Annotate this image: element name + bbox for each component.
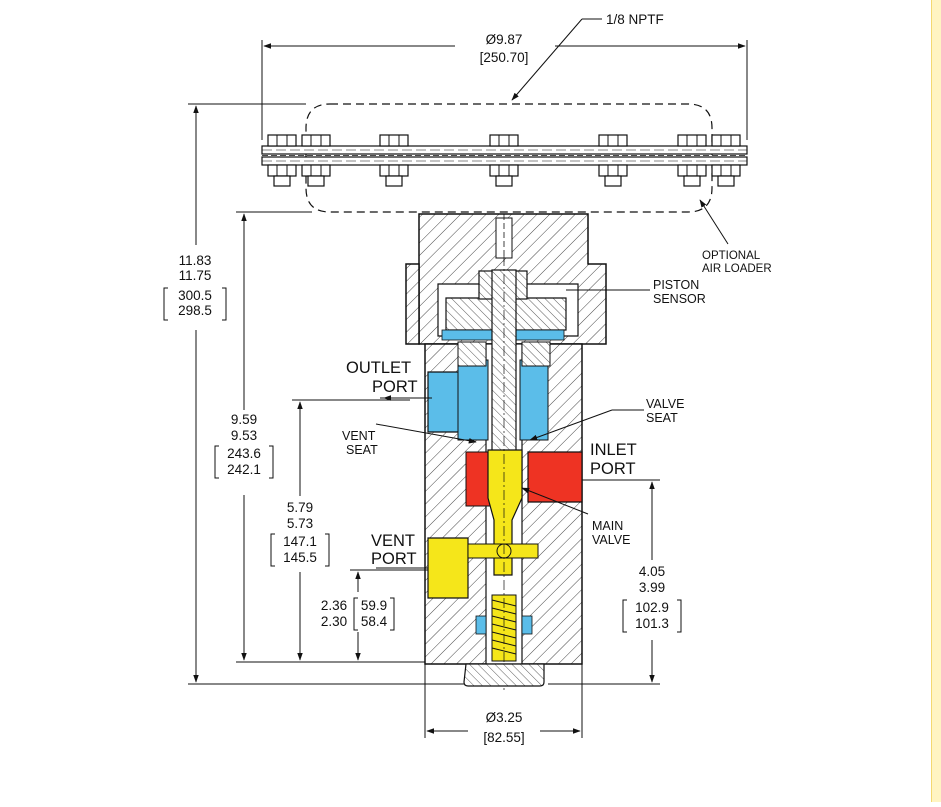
- inlet-height-dimension: 4.05 3.99 102.9 101.3: [548, 479, 688, 685]
- inlet-dim-max: 4.05: [639, 564, 665, 579]
- vent-label: VENT: [342, 429, 376, 443]
- bottom-cap: [463, 663, 545, 687]
- outlet-dim-mm-max: 243.6: [227, 446, 261, 461]
- outlet-port-label: PORT: [372, 378, 418, 396]
- overall-mm-min: 298.5: [178, 303, 212, 318]
- main-valve-callout: MAIN VALVE: [521, 487, 630, 547]
- air-loader-label: AIR LOADER: [702, 263, 772, 275]
- side-accent-border: [931, 0, 932, 802]
- sensor-label: SENSOR: [653, 292, 706, 306]
- flange-bolts: [267, 134, 741, 187]
- main-valve-label: VALVE: [592, 533, 630, 547]
- vent-port-label-1: VENT: [371, 532, 415, 550]
- overall-mm-max: 300.5: [178, 288, 212, 303]
- piston-label: PISTON: [653, 278, 699, 292]
- inlet-port-callout: INLET PORT: [582, 441, 637, 481]
- vent-dim-min: 5.73: [287, 516, 313, 531]
- sensor-housing: [405, 213, 650, 345]
- vent-dim-mm-min: 145.5: [283, 550, 317, 565]
- bottom-diameter-dimension: Ø3.25 [82.55]: [424, 664, 583, 748]
- bottom-dim-mm-min: 58.4: [361, 614, 388, 629]
- nptf-callout: 1/8 NPTF: [511, 12, 664, 101]
- valve-seat-label: SEAT: [646, 411, 678, 425]
- flange-assembly: [261, 145, 748, 166]
- optional-air-loader-callout: OPTIONAL AIR LOADER: [699, 199, 772, 275]
- outlet-dim-min: 9.53: [231, 428, 257, 443]
- air-loader-outline: [305, 103, 713, 213]
- vent-port-callout: VENT PORT: [371, 532, 428, 569]
- bottom-dim-min: 2.30: [321, 614, 347, 629]
- outlet-height-dimension: 9.59 9.53 243.6 242.1: [208, 211, 425, 663]
- top-diameter-mm-label: [250.70]: [480, 50, 529, 65]
- optional-label: OPTIONAL: [702, 250, 761, 262]
- top-diameter-label: Ø9.87: [486, 32, 523, 47]
- vent-seat-callout: VENT SEAT: [342, 423, 477, 457]
- inlet-port-label: PORT: [590, 460, 636, 478]
- valve-label: VALVE: [646, 397, 684, 411]
- overall-min: 11.75: [179, 268, 212, 283]
- outlet-port-callout: OUTLET PORT: [346, 359, 432, 401]
- outlet-dim-max: 9.59: [231, 412, 257, 427]
- overall-max: 11.83: [179, 253, 212, 268]
- vent-seat-label: SEAT: [346, 443, 378, 457]
- bottom-dim-mm-max: 59.9: [361, 598, 387, 613]
- overall-height-dimension: 11.83 11.75 300.5 298.5: [160, 103, 464, 685]
- inlet-dim-mm-min: 101.3: [635, 616, 669, 631]
- side-accent-bar: [932, 0, 941, 802]
- valve-body: [424, 256, 583, 690]
- inlet-dim-min: 3.99: [639, 580, 665, 595]
- bottom-dim-max: 2.36: [321, 598, 347, 613]
- outlet-dim-mm-min: 242.1: [227, 462, 261, 477]
- valve-seat-callout: VALVE SEAT: [529, 397, 684, 441]
- vent-port-label-2: PORT: [371, 550, 417, 568]
- inlet-label: INLET: [590, 441, 637, 459]
- vent-dim-mm-max: 147.1: [283, 534, 317, 549]
- bottom-diameter-label: Ø3.25: [486, 710, 523, 725]
- inlet-dim-mm-max: 102.9: [635, 600, 669, 615]
- vent-dim-max: 5.79: [287, 500, 313, 515]
- top-diameter-dimension: Ø9.87 [250.70]: [261, 30, 748, 140]
- nptf-label: 1/8 NPTF: [606, 12, 664, 27]
- vent-height-dimension: 5.79 5.73 147.1 145.5: [262, 399, 410, 661]
- main-label: MAIN: [592, 519, 623, 533]
- bottom-diameter-mm-label: [82.55]: [483, 730, 524, 745]
- outlet-label: OUTLET: [346, 359, 411, 377]
- bottom-height-dimension: 2.36 2.30 59.9 58.4: [316, 569, 428, 661]
